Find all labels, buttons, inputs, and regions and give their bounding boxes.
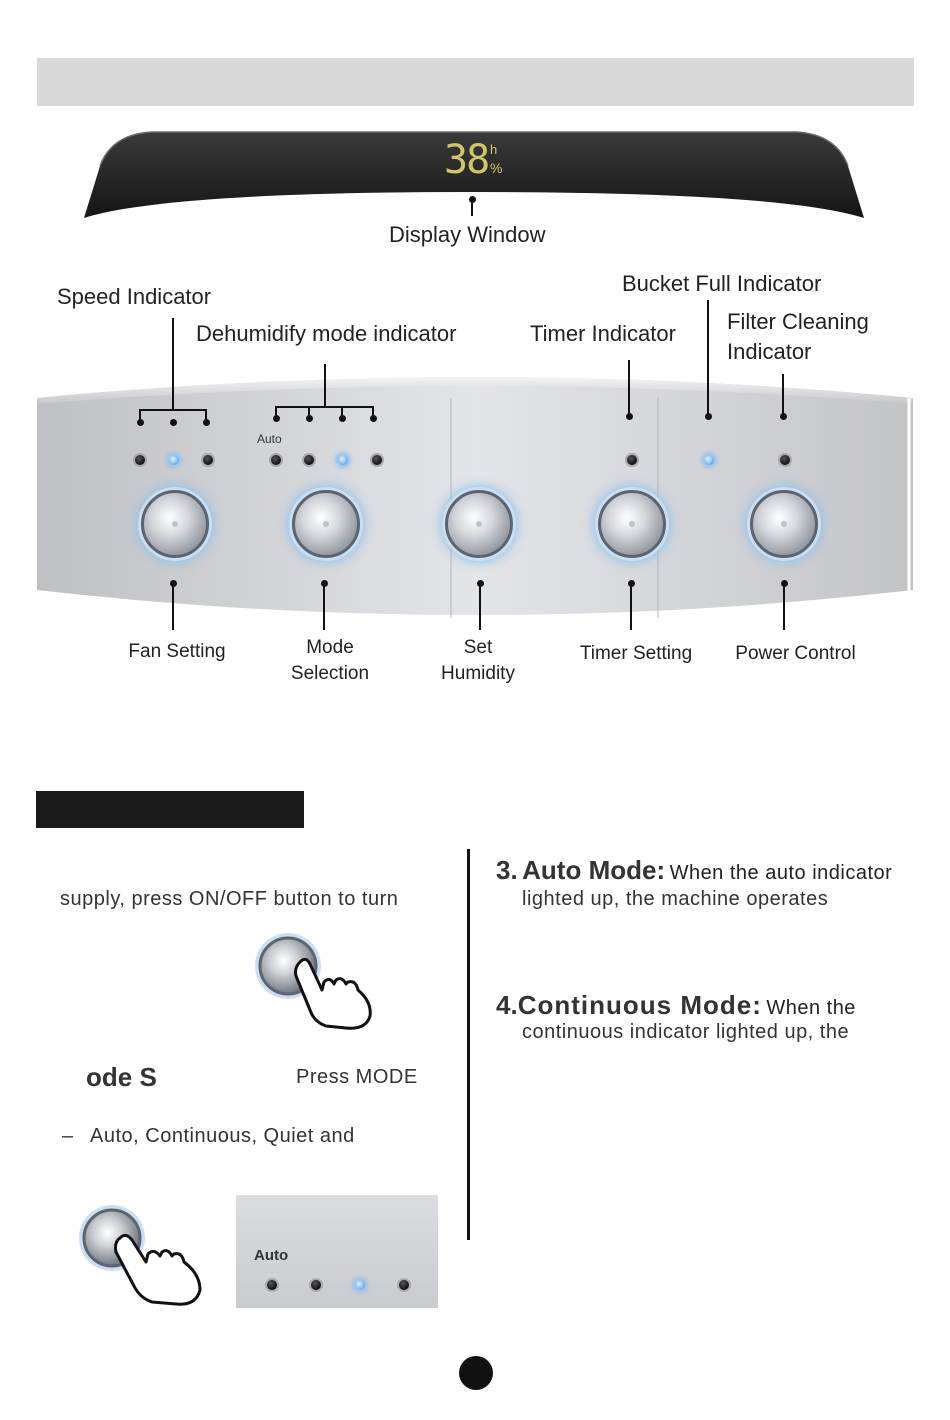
dehumidify-bracket-tick bbox=[308, 406, 310, 418]
item-3-rest: When the auto indicator bbox=[669, 862, 893, 884]
display-window bbox=[84, 131, 864, 218]
section-heading-bar bbox=[36, 791, 304, 828]
press-mode-text: Press MODE bbox=[296, 1066, 418, 1088]
dehumidify-leader-line bbox=[324, 364, 326, 408]
dash: – bbox=[62, 1125, 74, 1147]
item-4-title: Continuous Mode: bbox=[517, 990, 762, 1020]
mode-selection-label-line2: Selection bbox=[290, 663, 370, 684]
set-humidity-label-line2: Humidity bbox=[441, 663, 515, 684]
timer-led bbox=[625, 453, 639, 467]
mode-heading-fragment: ode S bbox=[86, 1062, 157, 1092]
mini-led-3 bbox=[353, 1278, 367, 1292]
display-unit-percent: % bbox=[490, 160, 503, 176]
speed-indicator-label: Speed Indicator bbox=[57, 284, 212, 309]
item-3-title: Auto Mode: bbox=[522, 855, 666, 885]
display-window-label: Display Window bbox=[389, 222, 546, 247]
speed-led-3 bbox=[201, 453, 215, 467]
filter-cleaning-label-line1: Filter Cleaning bbox=[727, 309, 869, 334]
set-humidity-button[interactable] bbox=[445, 490, 513, 558]
knob-center-icon bbox=[629, 521, 635, 527]
speed-bracket-dot bbox=[137, 419, 144, 426]
fan-leader-line bbox=[172, 583, 174, 630]
speed-leader-line bbox=[172, 318, 174, 410]
mini-led-1 bbox=[265, 1278, 279, 1292]
speed-bracket-tick bbox=[139, 409, 141, 421]
fan-setting-button[interactable] bbox=[141, 490, 209, 558]
mini-led-4 bbox=[397, 1278, 411, 1292]
filter-leader-dot bbox=[780, 413, 787, 420]
modes-list-text: Auto, Continuous, Quiet and bbox=[90, 1125, 355, 1147]
dehumidify-mode-indicator-label: Dehumidify mode indicator bbox=[196, 321, 457, 346]
dehumidify-bracket-dot bbox=[339, 415, 346, 422]
bucket-leader-dot bbox=[705, 413, 712, 420]
mini-auto-label: Auto bbox=[254, 1247, 289, 1264]
hand-press-icon bbox=[255, 933, 372, 1030]
fan-setting-label: Fan Setting bbox=[128, 641, 226, 662]
item-3-line2: lighted up, the machine operates bbox=[522, 888, 829, 910]
dehumidify-bracket-dot bbox=[370, 415, 377, 422]
timer-leader-line bbox=[628, 360, 630, 416]
knob-center-icon bbox=[323, 521, 329, 527]
knob-center-icon bbox=[781, 521, 787, 527]
timer-setting-label: Timer Setting bbox=[579, 643, 693, 664]
mini-panel-illustration: Auto bbox=[236, 1195, 438, 1308]
header-bar bbox=[37, 58, 914, 106]
mode-selection-label-line1: Mode bbox=[306, 637, 354, 658]
filter-cleaning-led bbox=[778, 453, 792, 467]
knob-center-icon bbox=[476, 521, 482, 527]
timer-leader-dot bbox=[626, 413, 633, 420]
timer-setting-leader-line bbox=[630, 583, 632, 630]
item-4-line2: continuous indicator lighted up, the bbox=[522, 1021, 850, 1043]
item-4-heading: 4.Continuous Mode: When the bbox=[496, 990, 856, 1021]
power-leader-line bbox=[783, 583, 785, 630]
display-unit-hours: h bbox=[490, 142, 498, 157]
set-humidity-label-line1: Set bbox=[463, 637, 493, 658]
dehumidify-bracket-tick bbox=[341, 406, 343, 418]
dehumidify-bracket-dot bbox=[306, 415, 313, 422]
mode-selection-button[interactable] bbox=[292, 490, 360, 558]
filter-leader-line bbox=[782, 374, 784, 416]
display-leader-dot bbox=[469, 196, 476, 203]
speed-bracket-dot bbox=[170, 419, 177, 426]
auto-indicator-label: Auto bbox=[257, 432, 282, 446]
mode-led-auto bbox=[269, 453, 283, 467]
power-control-label: Power Control bbox=[735, 643, 856, 664]
power-control-button[interactable] bbox=[750, 490, 818, 558]
speed-bracket-dot bbox=[203, 419, 210, 426]
speed-led-2 bbox=[167, 453, 181, 467]
mini-led-2 bbox=[309, 1278, 323, 1292]
display-digits: 38 bbox=[444, 137, 490, 183]
dehumidify-bracket-tick bbox=[275, 406, 277, 418]
bucket-leader-line bbox=[707, 300, 709, 416]
item-4-rest: When the bbox=[766, 997, 856, 1019]
speed-led-1 bbox=[133, 453, 147, 467]
mode-leader-line bbox=[323, 583, 325, 630]
power-instruction-text: supply, press ON/OFF button to turn bbox=[60, 888, 399, 910]
speed-bracket bbox=[139, 409, 207, 411]
dehumidify-bracket bbox=[275, 406, 374, 408]
bucket-full-indicator-label: Bucket Full Indicator bbox=[622, 271, 822, 296]
bucket-full-led bbox=[702, 453, 716, 467]
mode-led-3 bbox=[336, 453, 350, 467]
column-divider bbox=[467, 849, 470, 1240]
display-leader-line bbox=[471, 198, 473, 216]
item-3-heading: 3. Auto Mode: When the auto indicator bbox=[496, 855, 892, 886]
humidity-leader-line bbox=[479, 583, 481, 630]
item-3-number: 3. bbox=[496, 855, 518, 885]
hand-press-icon bbox=[79, 1205, 202, 1306]
page-number-dot bbox=[459, 1356, 493, 1390]
mode-led-2 bbox=[302, 453, 316, 467]
filter-cleaning-label-line2: Indicator bbox=[727, 339, 812, 364]
mode-led-4 bbox=[370, 453, 384, 467]
dehumidify-bracket-dot bbox=[273, 415, 280, 422]
timer-indicator-label: Timer Indicator bbox=[530, 321, 676, 346]
item-4-number: 4. bbox=[496, 990, 518, 1020]
timer-setting-button[interactable] bbox=[598, 490, 666, 558]
knob-center-icon bbox=[172, 521, 178, 527]
dehumidify-bracket-tick bbox=[372, 406, 374, 418]
speed-bracket-tick bbox=[205, 409, 207, 421]
